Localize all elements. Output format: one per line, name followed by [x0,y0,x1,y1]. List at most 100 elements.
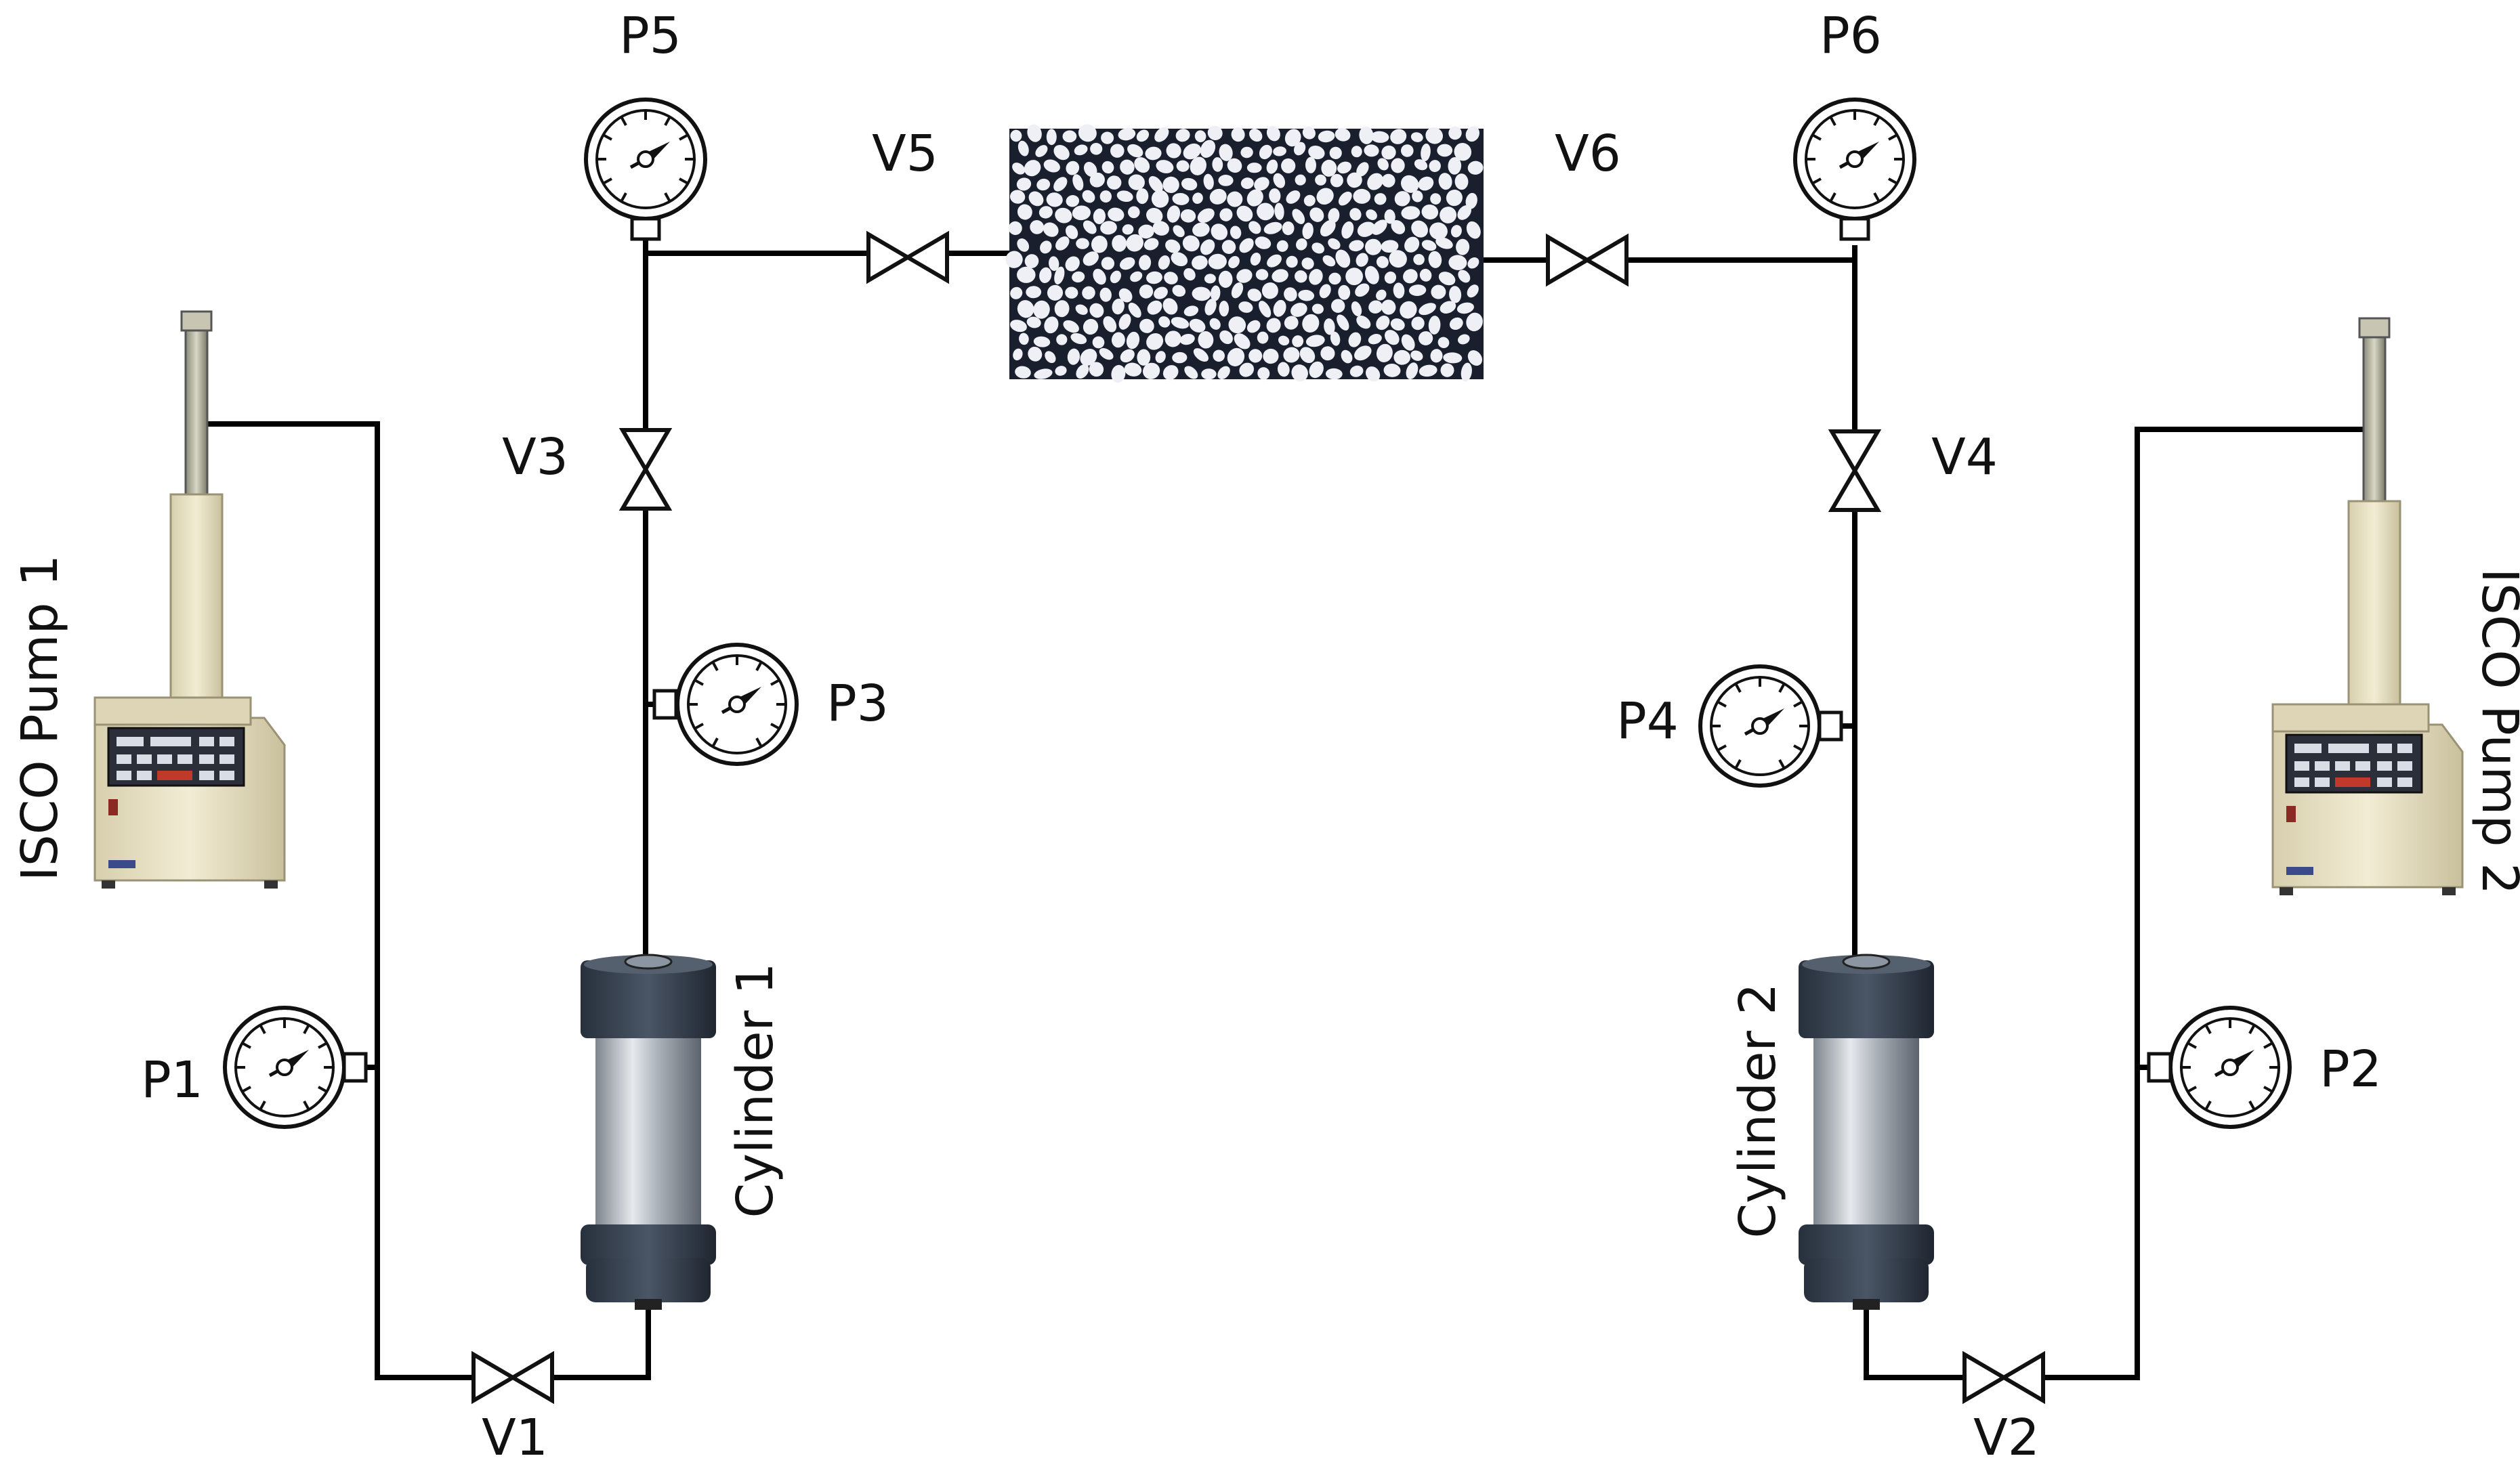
core-grain [1076,364,1089,379]
core-grain [1066,161,1080,175]
core-grain [1335,128,1351,142]
core-grain [1394,191,1410,207]
core-grain [1227,158,1242,173]
core-grain [1403,269,1418,284]
gauge-p1 [225,1008,368,1127]
core-grain [1438,173,1452,190]
core-grain [1383,363,1401,377]
core-grain [1111,332,1125,348]
core-grain [1466,221,1481,239]
core-grain [1067,348,1080,365]
core-grain [1089,362,1104,377]
core-grain [1172,192,1190,205]
core-grain [1142,362,1160,379]
core-grain [1410,350,1423,361]
core-grain [1116,190,1133,202]
core-grain [1024,160,1041,177]
core-grain [1171,317,1190,329]
label-p3: P3 [826,675,889,733]
core-grain [1465,192,1477,209]
core-grain [1284,129,1301,147]
core-grain [1139,284,1154,299]
core-grain [1302,126,1316,140]
core-grain [1204,274,1216,284]
core-grain [1172,284,1186,297]
core-grain [1290,303,1307,317]
core-grain [1015,366,1031,379]
core-grain [1138,224,1154,239]
core-grain [1198,331,1214,349]
gauge-p4 [1700,666,1843,786]
valve-v1-icon [474,1354,552,1401]
core-grain [1263,348,1279,364]
core-grain [1364,144,1379,157]
core-grain [1197,208,1215,223]
core-grain [1367,173,1383,190]
core-grain [1200,140,1216,158]
core-grain [1137,349,1151,366]
label-v2: V2 [1973,1409,2040,1467]
core-grain [1152,221,1169,236]
core-grain [1066,195,1080,207]
core-grain [1466,312,1483,332]
core-grain [1254,177,1269,191]
core-grain [1221,240,1236,254]
core-grain [1101,161,1114,174]
label-cylinder-1: Cylinder 1 [726,962,784,1218]
core-grain [1248,221,1261,234]
label-v6: V6 [1555,125,1621,183]
core-grain [1309,269,1323,285]
core-grain [1370,131,1389,143]
core-grain [1411,316,1425,330]
pump-2-icon [2271,317,2464,897]
core-grain [1239,362,1255,377]
core-grain [1419,303,1436,316]
label-p6: P6 [1820,7,1882,65]
core-grain [1337,314,1349,330]
core-grain [1089,303,1104,318]
core-grain [1320,346,1335,361]
core-grain [1035,145,1048,157]
core-grain [1318,130,1335,143]
core-grain [1054,300,1070,318]
core-grain [1200,239,1215,255]
core-grain [1008,221,1022,235]
core-grain [1330,299,1345,313]
core-grain [1192,222,1210,237]
core-grain [1122,224,1134,235]
cylinder-2-icon [1797,954,1935,1311]
core-grain [1228,256,1240,268]
pump-1-icon [93,310,286,890]
core-grain [1257,331,1269,344]
core-grain [1404,236,1420,253]
core-grain [1139,318,1154,333]
core-grain [1301,257,1314,270]
core-grain [1456,238,1470,255]
pressure-gauge-icon [2170,1008,2290,1127]
core-grain [1443,352,1463,364]
pipe-network [193,240,2376,1380]
core-grain [1208,253,1227,270]
pressure-gauge-icon [225,1008,344,1127]
core-grain [1110,270,1121,284]
label-v3: V3 [502,428,568,486]
core-grain [1100,221,1117,235]
core-grain [1154,127,1169,142]
core-grain [1034,368,1053,379]
core-grain [1400,301,1417,319]
label-v1: V1 [482,1409,548,1467]
core-grain [1212,157,1223,172]
core-grain [1128,206,1140,219]
core-grain [1164,272,1178,284]
core-grain [1421,143,1431,162]
core-grain [1049,256,1059,272]
core-grain [1351,146,1362,158]
label-p1: P1 [141,1051,203,1109]
core-grain [1236,205,1253,222]
valve-v3-icon [623,430,669,509]
core-grain [1054,266,1065,284]
core-grain [1044,316,1059,334]
gauge-p2 [2147,1008,2290,1127]
core-grain [1078,124,1097,142]
core-grain [1401,206,1421,220]
